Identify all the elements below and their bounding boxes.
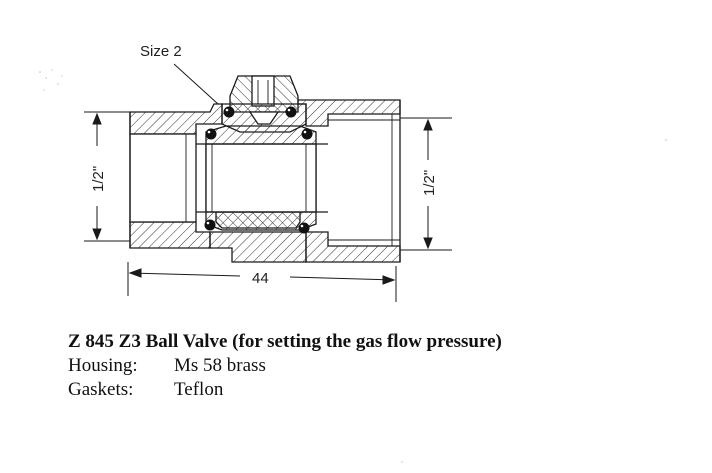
left-housing — [129, 103, 223, 249]
caption: Z 845 Z3 Ball Valve (for setting the gas… — [68, 330, 668, 402]
seal-lower-right — [298, 222, 310, 234]
gaskets-value: Teflon — [174, 379, 224, 400]
housing-value: Ms 58 brass — [174, 355, 266, 376]
gaskets-label: Gaskets: — [68, 379, 134, 400]
seal-top-left — [223, 106, 235, 118]
seal-upper-left — [205, 128, 217, 140]
stem-cap — [221, 75, 307, 133]
left-dimension-label: 1/2" — [90, 166, 107, 192]
housing-row: Housing: Ms 58 brass — [68, 354, 668, 378]
product-title: Z 845 Z3 Ball Valve (for setting the gas… — [68, 331, 502, 352]
right-housing — [297, 99, 401, 263]
seal-top-right — [285, 106, 297, 118]
left-dimension — [84, 111, 130, 242]
size-leader-line — [173, 63, 219, 105]
size-label: Size 2 — [140, 43, 182, 60]
seal-upper-right — [301, 128, 313, 140]
gaskets-row: Gaskets: Teflon — [68, 378, 668, 402]
scan-noise — [39, 69, 667, 463]
ball — [196, 125, 328, 231]
seal-lower-left — [204, 219, 216, 231]
right-dimension-label: 1/2" — [421, 170, 438, 196]
right-dimension — [400, 117, 452, 251]
length-dimension — [127, 262, 397, 302]
housing-label: Housing: — [68, 355, 138, 376]
length-dimension-label: 44 — [252, 270, 269, 287]
